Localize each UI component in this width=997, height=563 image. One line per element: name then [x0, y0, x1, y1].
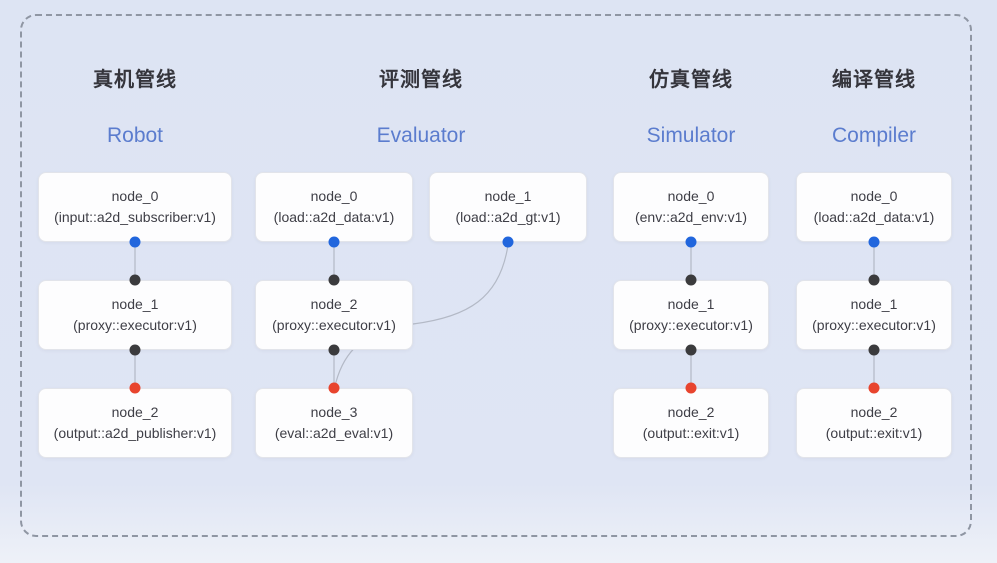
pipeline-subtitle-en-evaluator: Evaluator — [376, 124, 466, 147]
node-type: (output::exit:v1) — [825, 425, 923, 441]
node-box-simulator-node0[interactable]: node_0 (env::a2d_env:v1) — [613, 172, 769, 242]
node-type: (env::a2d_env:v1) — [634, 209, 748, 225]
node-name: node_1 — [484, 188, 532, 204]
pipeline-title-zh-simulator: 仿真管线 — [649, 69, 733, 91]
node-box-simulator-node1[interactable]: node_1 (proxy::executor:v1) — [613, 280, 769, 350]
node-name: node_1 — [111, 296, 159, 312]
pipeline-subtitle-en-compiler: Compiler — [831, 124, 917, 147]
node-name: node_0 — [310, 188, 358, 204]
node-box-evaluator-node2[interactable]: node_2 (proxy::executor:v1) — [255, 280, 413, 350]
node-box-robot-node2[interactable]: node_2 (output::a2d_publisher:v1) — [38, 388, 232, 458]
node-box-evaluator-node1[interactable]: node_1 (load::a2d_gt:v1) — [429, 172, 587, 242]
node-type: (output::exit:v1) — [642, 425, 740, 441]
node-box-robot-node0[interactable]: node_0 (input::a2d_subscriber:v1) — [38, 172, 232, 242]
node-name: node_0 — [667, 188, 715, 204]
node-type: (proxy::executor:v1) — [272, 317, 396, 333]
pipeline-title-zh-compiler: 编译管线 — [832, 69, 916, 91]
node-box-compiler-node1[interactable]: node_1 (proxy::executor:v1) — [796, 280, 952, 350]
node-name: node_3 — [310, 404, 358, 420]
node-name: node_0 — [111, 188, 159, 204]
node-name: node_0 — [850, 188, 898, 204]
node-box-compiler-node2[interactable]: node_2 (output::exit:v1) — [796, 388, 952, 458]
dashed-boundary-frame — [20, 14, 972, 537]
pipeline-title-zh-robot: 真机管线 — [93, 69, 177, 91]
pipeline-subtitle-en-robot: Robot — [106, 124, 164, 147]
node-name: node_2 — [111, 404, 159, 420]
node-type: (input::a2d_subscriber:v1) — [54, 209, 216, 225]
node-name: node_1 — [667, 296, 715, 312]
node-name: node_1 — [850, 296, 898, 312]
node-box-robot-node1[interactable]: node_1 (proxy::executor:v1) — [38, 280, 232, 350]
node-name: node_2 — [850, 404, 898, 420]
pipeline-title-zh-evaluator: 评测管线 — [379, 69, 463, 91]
node-type: (proxy::executor:v1) — [73, 317, 197, 333]
node-box-compiler-node0[interactable]: node_0 (load::a2d_data:v1) — [796, 172, 952, 242]
node-box-evaluator-node3[interactable]: node_3 (eval::a2d_eval:v1) — [255, 388, 413, 458]
node-name: node_2 — [667, 404, 715, 420]
node-type: (eval::a2d_eval:v1) — [274, 425, 394, 441]
node-type: (proxy::executor:v1) — [629, 317, 753, 333]
node-box-simulator-node2[interactable]: node_2 (output::exit:v1) — [613, 388, 769, 458]
node-type: (output::a2d_publisher:v1) — [53, 425, 217, 441]
node-name: node_2 — [310, 296, 358, 312]
node-type: (load::a2d_data:v1) — [813, 209, 935, 225]
node-type: (load::a2d_gt:v1) — [455, 209, 561, 225]
node-type: (proxy::executor:v1) — [812, 317, 936, 333]
pipeline-subtitle-en-simulator: Simulator — [646, 124, 736, 147]
node-box-evaluator-node0[interactable]: node_0 (load::a2d_data:v1) — [255, 172, 413, 242]
node-type: (load::a2d_data:v1) — [273, 209, 395, 225]
